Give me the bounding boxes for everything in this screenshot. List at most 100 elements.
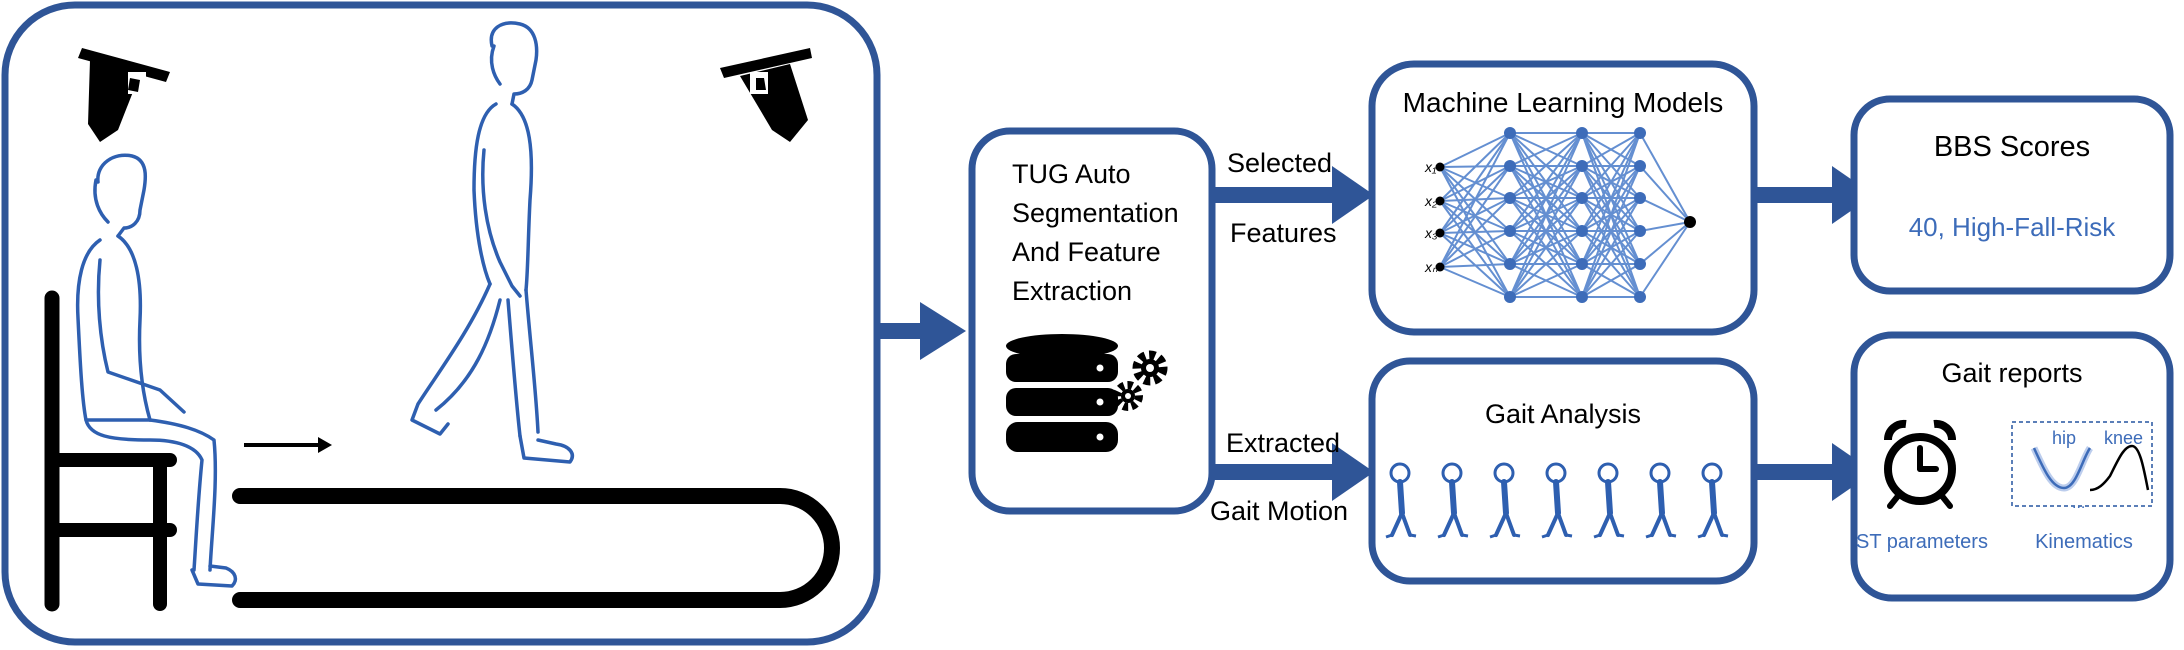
nn-edge — [1509, 263, 1583, 298]
selected-label-bottom: Features — [1230, 218, 1337, 248]
input-label-2: x₂ — [1424, 193, 1438, 209]
extracted-label-bottom: Gait Motion — [1210, 496, 1348, 526]
nn-edge — [1581, 132, 1641, 298]
seated-person-figure — [75, 153, 238, 588]
nn-node — [1634, 258, 1646, 270]
bbs-result: 40, High-Fall-Risk — [1909, 212, 2117, 242]
hip-label: hip — [2052, 428, 2076, 448]
nn-edge — [1639, 221, 1691, 232]
nn-node — [1634, 160, 1646, 172]
nn-edge — [1639, 132, 1691, 223]
arrow-selected-features: Selected Features — [1214, 148, 1374, 248]
ml-title: Machine Learning Models — [1403, 87, 1724, 118]
nn-edge — [1639, 221, 1691, 265]
neural-network-nodes — [1435, 127, 1696, 303]
nn-node — [1634, 192, 1646, 204]
alarm-clock-icon — [1883, 419, 1957, 509]
knee-label: knee — [2104, 428, 2143, 448]
nn-edge — [1439, 263, 1511, 268]
nn-node — [1435, 262, 1445, 272]
nn-edge — [1639, 165, 1691, 223]
neural-network-edges — [1439, 132, 1691, 298]
nn-node — [1634, 291, 1646, 303]
nn-node — [1634, 127, 1646, 139]
nn-edge — [1439, 266, 1511, 298]
nn-edge — [1509, 132, 1583, 167]
nn-node — [1504, 192, 1516, 204]
camera-icon-right — [720, 48, 812, 142]
nn-edge — [1581, 197, 1641, 298]
arrow-scene-to-tug — [880, 302, 966, 360]
nn-node — [1435, 196, 1445, 206]
nn-node — [1684, 216, 1696, 228]
nn-node — [1504, 291, 1516, 303]
nn-node — [1576, 127, 1588, 139]
nn-edge — [1439, 132, 1511, 268]
kinematics-chart-icon: hip knee ... — [2011, 421, 2153, 512]
nn-edge — [1439, 197, 1511, 268]
tug-title-line-4: Extraction — [1012, 276, 1132, 306]
tug-title-line-3: And Feature — [1012, 237, 1161, 267]
nn-node — [1634, 225, 1646, 237]
kinematics-label: Kinematics — [2035, 531, 2133, 553]
nn-edge — [1581, 230, 1641, 298]
gait-analysis-title: Gait Analysis — [1485, 399, 1641, 429]
walk-direction-arrow — [244, 437, 332, 453]
nn-node — [1435, 162, 1445, 172]
ml-models-box: Machine Learning Models x₁ x₂ x₃ xₙ — [1368, 60, 1758, 336]
walking-person-figure — [410, 21, 575, 464]
gear-icon-small — [1113, 381, 1143, 411]
nn-node — [1435, 228, 1445, 238]
input-label-1: x₁ — [1424, 159, 1437, 175]
input-label-4: xₙ — [1424, 259, 1438, 275]
nn-edge — [1509, 197, 1583, 298]
nn-edge — [1581, 132, 1641, 232]
gait-reports-title: Gait reports — [1941, 358, 2082, 388]
nn-edge — [1509, 165, 1583, 298]
gait-reports-box: Gait reports hip knee ... ST parameters … — [1850, 331, 2174, 602]
st-parameters-label: ST parameters — [1856, 531, 1988, 553]
nn-node — [1504, 127, 1516, 139]
input-label-3: x₃ — [1424, 225, 1438, 241]
nn-edge — [1509, 132, 1583, 265]
nn-node — [1576, 258, 1588, 270]
tug-title-line-1: TUG Auto — [1012, 159, 1131, 189]
nn-edge — [1509, 132, 1583, 232]
database-icon — [1006, 334, 1118, 452]
nn-edge — [1439, 132, 1511, 202]
nn-node — [1504, 160, 1516, 172]
arrow-extracted-gait-motion: Extracted Gait Motion — [1210, 428, 1374, 526]
tug-scene-panel — [1, 1, 881, 646]
nn-node — [1576, 192, 1588, 204]
bbs-title: BBS Scores — [1934, 131, 2090, 163]
camera-icon-left — [78, 48, 170, 142]
nn-edge — [1439, 165, 1511, 268]
nn-edge — [1639, 197, 1691, 223]
nn-edge — [1509, 132, 1583, 298]
extracted-label-top: Extracted — [1226, 428, 1340, 458]
bbs-scores-box: BBS Scores 40, High-Fall-Risk — [1850, 95, 2174, 295]
nn-edge — [1439, 132, 1511, 234]
ml-input-labels: x₁ x₂ x₃ xₙ — [1424, 159, 1438, 275]
nn-edge — [1509, 132, 1583, 199]
nn-edge — [1581, 165, 1641, 298]
nn-edge — [1581, 132, 1641, 167]
nn-edge — [1581, 263, 1641, 298]
gait-analysis-box: Gait Analysis — [1368, 357, 1758, 585]
nn-edge — [1639, 221, 1691, 298]
nn-edge — [1581, 132, 1641, 199]
nn-edge — [1581, 132, 1641, 265]
walkway-track — [232, 488, 840, 608]
nn-node — [1576, 291, 1588, 303]
nn-edge — [1509, 230, 1583, 298]
nn-node — [1504, 258, 1516, 270]
chair-icon — [44, 290, 177, 612]
tug-segmentation-box: TUG Auto Segmentation And Feature Extrac… — [968, 127, 1216, 515]
kinematics-dots: ... — [2072, 495, 2085, 512]
nn-node — [1576, 160, 1588, 172]
nn-edge — [1439, 230, 1511, 268]
tug-title-line-2: Segmentation — [1012, 198, 1179, 228]
selected-label-top: Selected — [1227, 148, 1332, 178]
nn-edge — [1439, 132, 1511, 168]
